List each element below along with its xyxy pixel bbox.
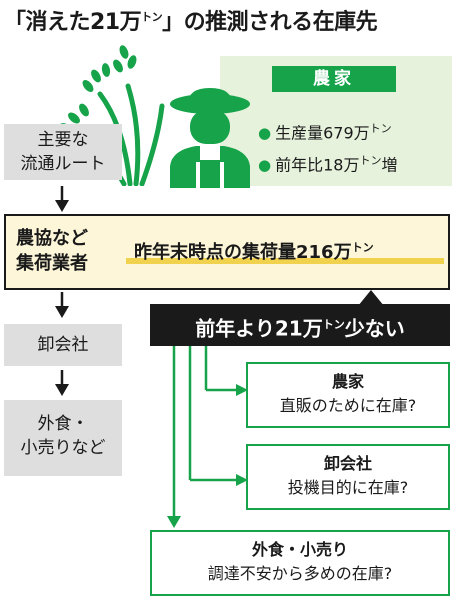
destination-title: 卸会社 <box>323 454 372 473</box>
production-amount: ●生産量679万トン <box>258 122 392 143</box>
destination-title: 外食・小売り <box>251 540 348 559</box>
route-retail: 外食・ 小売りなど <box>4 400 122 476</box>
coop-collection-amount: 昨年末時点の集荷量216万トン <box>134 241 374 263</box>
coop-label: 農協など 集荷業者 <box>16 228 88 274</box>
destination-title: 農家 <box>331 372 364 391</box>
arrow-down-icon <box>55 292 69 318</box>
destination-wholesaler: 卸会社 投機目的に在庫? <box>246 444 450 510</box>
route-header: 主要な 流通ルート <box>4 124 122 180</box>
decrease-banner: 前年より21万トン少ない <box>150 304 450 346</box>
page-title: 「消えた21万トン」の推測される在庫先 <box>4 10 378 35</box>
bullet-icon: ● <box>258 156 272 175</box>
destination-desc: 投機目的に在庫? <box>287 478 409 497</box>
bullet-icon: ● <box>258 124 272 143</box>
farmer-icon <box>170 88 250 188</box>
year-change: ●前年比18万トン増 <box>258 154 398 175</box>
arrow-down-icon <box>55 186 69 212</box>
destination-retail: 外食・小売り 調達不安から多めの在庫? <box>150 530 450 596</box>
branch-arrows <box>167 346 248 528</box>
arrow-down-icon <box>55 370 69 396</box>
destination-desc: 調達不安から多めの在庫? <box>207 564 393 583</box>
route-wholesaler: 卸会社 <box>4 324 122 366</box>
highlight-underline <box>126 258 444 264</box>
destination-desc: 直販のために在庫? <box>279 396 417 415</box>
destination-farmer: 農家 直販のために在庫? <box>246 362 450 428</box>
farmer-label: 農家 <box>272 66 396 92</box>
coop-box <box>4 214 450 290</box>
pointer-triangle <box>358 290 384 306</box>
